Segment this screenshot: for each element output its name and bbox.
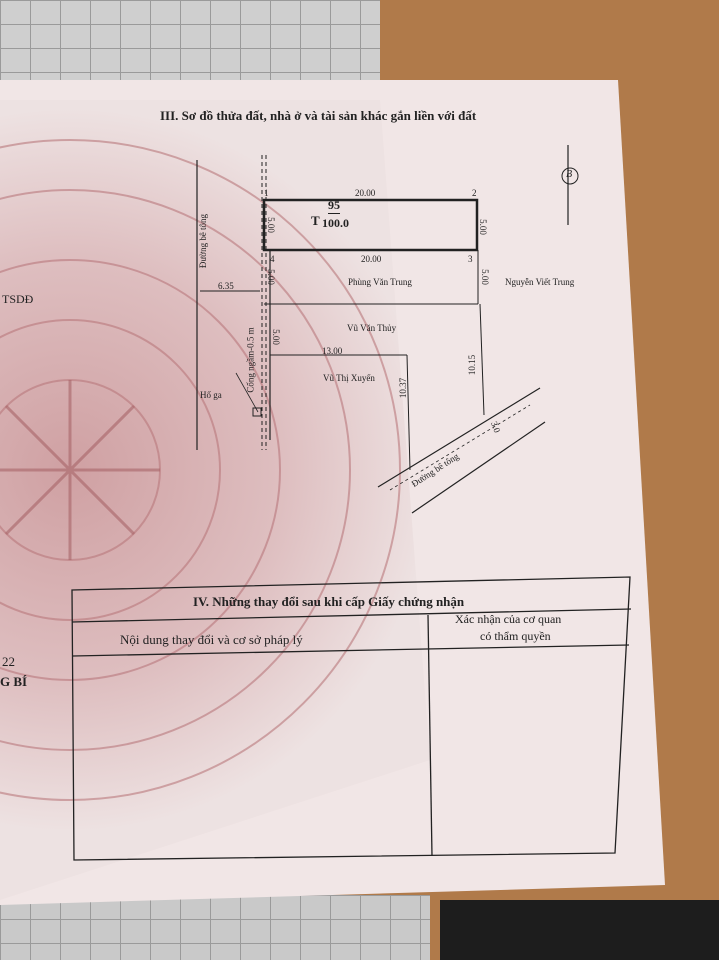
bronze-drum-watermark	[0, 100, 430, 900]
north-symbol: B	[566, 169, 573, 180]
table-header-confirmation-2: có thẩm quyền	[480, 629, 551, 643]
section-4-title: IV. Những thay đổi sau khi cấp Giấy chứn…	[193, 594, 465, 609]
changes-table	[71, 576, 632, 861]
left-fragment-g-bi: G BÍ	[0, 674, 28, 689]
neighbor-vu-van-thuy: Vũ Văn Thủy	[347, 323, 397, 333]
neighbor-vu-thi-xuyen: Vũ Thị Xuyến	[323, 373, 375, 383]
dim-10-37: 10.37	[398, 377, 409, 399]
left-fragment-22: 22	[2, 654, 15, 669]
plot-label: T	[311, 213, 320, 228]
road-width-label: 6.35	[218, 281, 234, 291]
neighbor-nguyen-viet-trung: Nguyễn Viết Trung	[505, 277, 575, 287]
land-diagram	[196, 145, 579, 514]
corner-2: 2	[472, 188, 477, 198]
corner-3: 3	[468, 254, 473, 264]
table-header-confirmation-1: Xác nhận của cơ quan	[455, 612, 562, 626]
left-width: 5.00	[265, 217, 276, 233]
corner-4: 4	[270, 254, 275, 264]
neighbor-phung-van-trung: Phùng Văn Trung	[348, 277, 412, 287]
south-road-edge	[377, 387, 541, 488]
manhole-symbol	[252, 407, 262, 417]
top-length: 20.00	[355, 188, 376, 198]
left-fragment-tsdd: TSDĐ	[2, 292, 34, 306]
dark-object	[440, 900, 719, 960]
right-width: 5.00	[477, 219, 488, 235]
culvert-label: Cống ngầm-0.5 m	[245, 327, 256, 393]
parcel-number: 95	[328, 198, 340, 214]
table-header-content: Nội dung thay đổi và cơ sở pháp lý	[120, 632, 303, 647]
dim-13: 13.00	[322, 346, 343, 356]
parcel-area: 100.0	[322, 216, 349, 230]
cutting-mat	[0, 0, 380, 90]
drum-star	[0, 380, 160, 560]
west-road-label: Đường bê tông	[198, 213, 209, 269]
bottom-length: 20.00	[361, 254, 382, 264]
manhole-label: Hố ga	[200, 390, 222, 400]
corner-1: 1	[264, 188, 269, 198]
dim-left-3: 5.00	[270, 329, 281, 345]
section-3-title: III. Sơ đồ thửa đất, nhà ở và tài sản kh…	[160, 108, 477, 123]
dim-left-2: 5.00	[265, 269, 276, 285]
dim-10-15: 10.15	[467, 354, 478, 376]
cutting-mat-bottom	[0, 895, 430, 960]
plot-boundary	[262, 198, 479, 252]
dim-right-2: 5.00	[479, 269, 490, 285]
